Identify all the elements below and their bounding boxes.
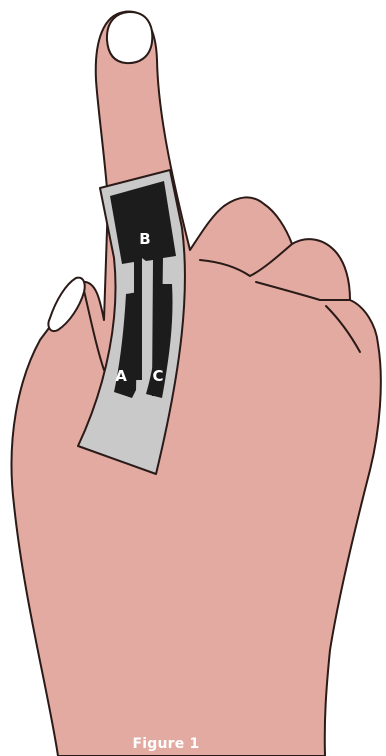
hand-body [12, 12, 381, 756]
hand [12, 12, 381, 756]
figure-caption: Figure 1 [133, 736, 200, 752]
electrode-label-a: A [115, 367, 127, 385]
electrode-label-c: C [152, 367, 163, 385]
electrode-label-b: B [139, 230, 150, 248]
index-fingernail [107, 12, 152, 63]
